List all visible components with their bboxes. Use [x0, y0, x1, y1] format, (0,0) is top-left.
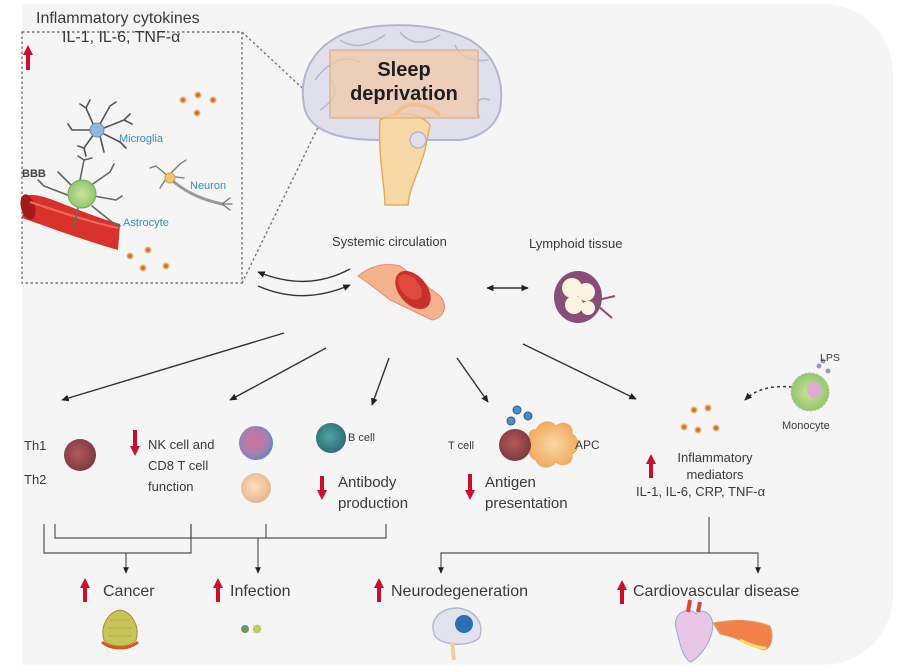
- cd8-t-cell-icon: [241, 473, 271, 503]
- th1-label: Th1: [24, 438, 47, 453]
- increase-arrow-icon: [213, 578, 223, 602]
- increase-arrow-icon: [617, 580, 627, 604]
- pathogen-icon: [241, 624, 262, 634]
- apc-label: APC: [575, 438, 600, 452]
- neuron-icon: [149, 159, 233, 211]
- t-cell-icon: [499, 429, 531, 461]
- inset-box: [21, 31, 328, 284]
- mediators-list: IL-1, IL-6, CRP, TNF-α: [636, 484, 766, 499]
- outcome-cancer: Cancer: [103, 583, 155, 600]
- decrease-arrow-icon: [465, 474, 475, 500]
- lps-label: LPS: [820, 352, 840, 364]
- sleep-deprivation-title: Sleep deprivation: [330, 58, 478, 106]
- t-cell-label: T cell: [448, 440, 475, 452]
- lymphoid-tissue-icon: [554, 271, 616, 323]
- decrease-arrow-icon: [317, 476, 327, 500]
- connector-lines: [43, 517, 761, 574]
- decrease-arrow-icon: [130, 430, 140, 456]
- tumor-icon: [101, 609, 139, 650]
- b-cell-icon: [316, 423, 346, 453]
- mediators-line-1: Inflammatory: [677, 450, 753, 465]
- mediators-line-2: mediators: [686, 467, 744, 482]
- microglia-label: Microglia: [119, 133, 164, 145]
- title-line-2: deprivation: [350, 83, 458, 105]
- brain-neurodegeneration-icon: [432, 607, 482, 661]
- b-cell-label: B cell: [348, 432, 375, 444]
- cytokine-dots-icon: [126, 91, 217, 272]
- increase-arrow-icon: [23, 45, 33, 70]
- heart-icon: [674, 599, 714, 663]
- inflammatory-mediators-label: Inflammatory mediators: [660, 449, 770, 483]
- increase-arrow-icon: [80, 578, 90, 602]
- mediator-dots-icon: [680, 404, 720, 434]
- antibody-line-1: Antibody: [338, 474, 397, 491]
- effect-arrows: [61, 332, 793, 406]
- antigen-dots-icon: [506, 405, 533, 426]
- lps-icon: [816, 358, 831, 374]
- apc-icon: [528, 421, 579, 468]
- monocyte-icon: [790, 372, 830, 412]
- bbb-label: BBB: [22, 168, 46, 180]
- title-line-1: Sleep: [377, 59, 431, 81]
- blood-vessel-icon: [20, 194, 120, 250]
- lymphoid-tissue-label: Lymphoid tissue: [529, 236, 623, 251]
- monocyte-label: Monocyte: [782, 420, 830, 432]
- inset-cytokines: IL-1, IL-6, TNF-α: [62, 29, 181, 46]
- outcome-infection: Infection: [230, 583, 291, 600]
- microglia-icon: [67, 99, 133, 157]
- sleep-deprivation-box: [329, 49, 479, 119]
- astrocyte-icon: [37, 155, 123, 229]
- outcome-neurodegeneration: Neurodegeneration: [391, 583, 528, 600]
- nk-cd8-label: NK cell and CD8 T cell function: [148, 437, 215, 494]
- artery-icon: [712, 619, 773, 651]
- antigen-line-2: presentation: [485, 495, 568, 512]
- antigen-line-1: Antigen: [485, 474, 536, 491]
- systemic-vessel-icon: [357, 263, 445, 321]
- circulation-arrows: [257, 268, 529, 297]
- systemic-circulation-label: Systemic circulation: [332, 234, 447, 249]
- th-cell-icon: [64, 439, 96, 471]
- inset-title: Inflammatory cytokines: [36, 10, 200, 27]
- antibody-line-2: production: [338, 495, 409, 512]
- nk-cell-icon: [239, 426, 273, 460]
- antibody-production-label: Antibody production: [338, 472, 408, 514]
- neuron-label: Neuron: [190, 180, 227, 192]
- increase-arrow-icon: [646, 454, 656, 478]
- astrocyte-label: Astrocyte: [123, 217, 169, 229]
- increase-arrow-icon: [374, 578, 384, 602]
- outcome-cardiovascular-disease: Cardiovascular disease: [633, 583, 800, 600]
- th2-label: Th2: [24, 472, 47, 487]
- antigen-presentation-label: Antigen presentation: [485, 472, 568, 514]
